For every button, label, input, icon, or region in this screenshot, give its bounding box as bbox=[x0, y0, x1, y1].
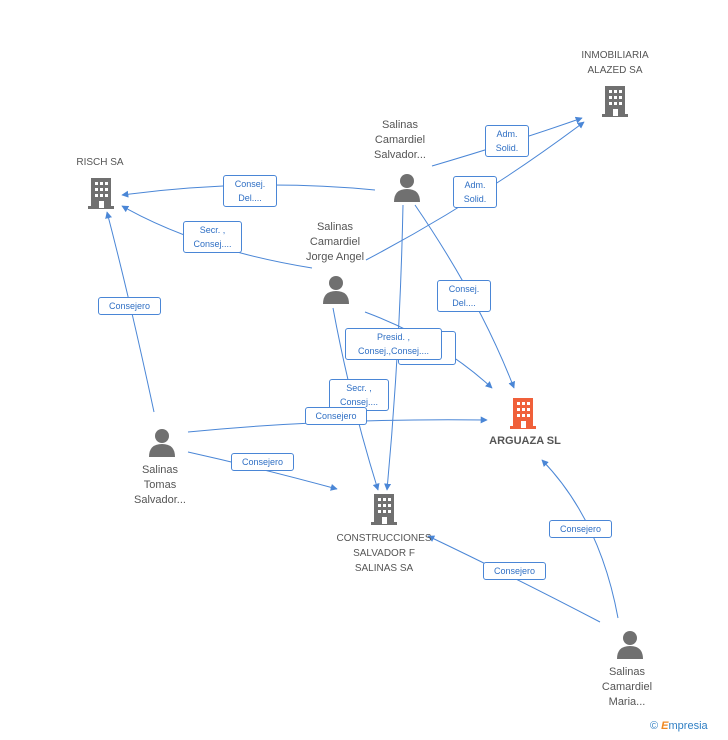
building-icon-focus bbox=[510, 398, 536, 429]
edge-label: Consej. Del.... bbox=[437, 280, 491, 312]
building-icon bbox=[602, 86, 628, 117]
edge-label: Presid. , Consej.,Consej.... bbox=[345, 328, 442, 360]
person-icon bbox=[323, 276, 349, 304]
brand-initial: E bbox=[661, 720, 669, 732]
edge-label: Consej. Del.... bbox=[223, 175, 277, 207]
person-icon bbox=[617, 631, 643, 659]
edge-label: Consejero bbox=[231, 453, 294, 471]
edge-label: Adm. Solid. bbox=[453, 176, 497, 208]
edge-label: Adm. Solid. bbox=[485, 125, 529, 157]
edge-label: Consejero bbox=[549, 520, 612, 538]
edge-label: Secr. , Consej.... bbox=[329, 379, 389, 411]
brand-name: mpresia bbox=[668, 720, 708, 732]
edge-maria-arguaza bbox=[541, 459, 619, 619]
edge-label: Secr. , Consej.... bbox=[183, 221, 242, 253]
person-label-tomas[interactable]: Salinas Tomas Salvador... bbox=[134, 464, 186, 506]
person-icon bbox=[149, 429, 175, 457]
person-label-jorge[interactable]: Salinas Camardiel Jorge Angel bbox=[305, 221, 365, 263]
edge-label: Consejero bbox=[98, 297, 161, 315]
person-icon bbox=[394, 174, 420, 202]
company-label-inmobiliaria[interactable]: INMOBILIARIA ALAZED SA bbox=[581, 50, 649, 76]
brand-watermark: © Empresia bbox=[650, 720, 708, 732]
company-label-risch[interactable]: RISCH SA bbox=[76, 157, 124, 168]
person-label-maria[interactable]: Salinas Camardiel Maria... bbox=[601, 666, 653, 708]
company-label-construcciones[interactable]: CONSTRUCCIONES SALVADOR F SALINAS SA bbox=[336, 533, 432, 574]
copyright-symbol: © bbox=[650, 720, 659, 732]
company-label-arguaza[interactable]: ARGUAZA SL bbox=[489, 435, 561, 447]
edge-label: Consejero bbox=[483, 562, 546, 580]
building-icon bbox=[88, 178, 114, 209]
edge-label: Consejero bbox=[305, 407, 367, 425]
person-label-salvador[interactable]: Salinas Camardiel Salvador... bbox=[374, 119, 426, 161]
building-icon bbox=[371, 494, 397, 525]
